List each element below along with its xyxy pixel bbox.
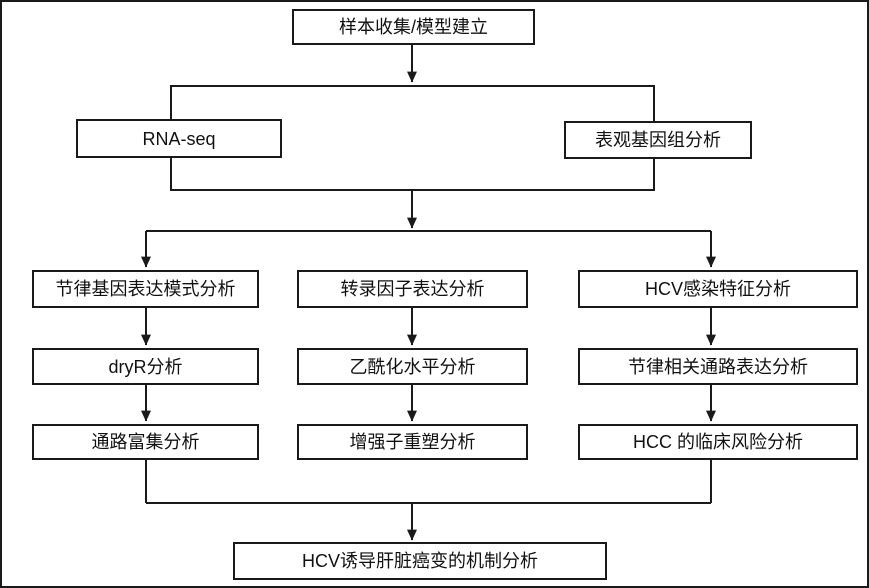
node-rhythm-gene-expression-pattern: 节律基因表达模式分析 bbox=[32, 270, 259, 308]
node-pathway-enrichment: 通路富集分析 bbox=[32, 424, 259, 460]
node-sample-collection: 样本收集/模型建立 bbox=[292, 9, 535, 45]
node-epigenome-analysis: 表观基因组分析 bbox=[564, 121, 752, 159]
node-rna-seq: RNA-seq bbox=[76, 119, 282, 158]
node-acetylation-level: 乙酰化水平分析 bbox=[297, 348, 528, 385]
node-hcv-infection-signature: HCV感染特征分析 bbox=[578, 270, 858, 308]
node-hcc-clinical-risk: HCC 的临床风险分析 bbox=[578, 424, 858, 460]
node-enhancer-remodeling: 增强子重塑分析 bbox=[297, 424, 528, 460]
node-mechanism-conclusion: HCV诱导肝脏癌变的机制分析 bbox=[233, 542, 607, 580]
node-tf-expression: 转录因子表达分析 bbox=[297, 270, 528, 308]
node-rhythm-pathway-expression: 节律相关通路表达分析 bbox=[578, 348, 858, 385]
node-dryr-analysis: dryR分析 bbox=[32, 348, 259, 385]
